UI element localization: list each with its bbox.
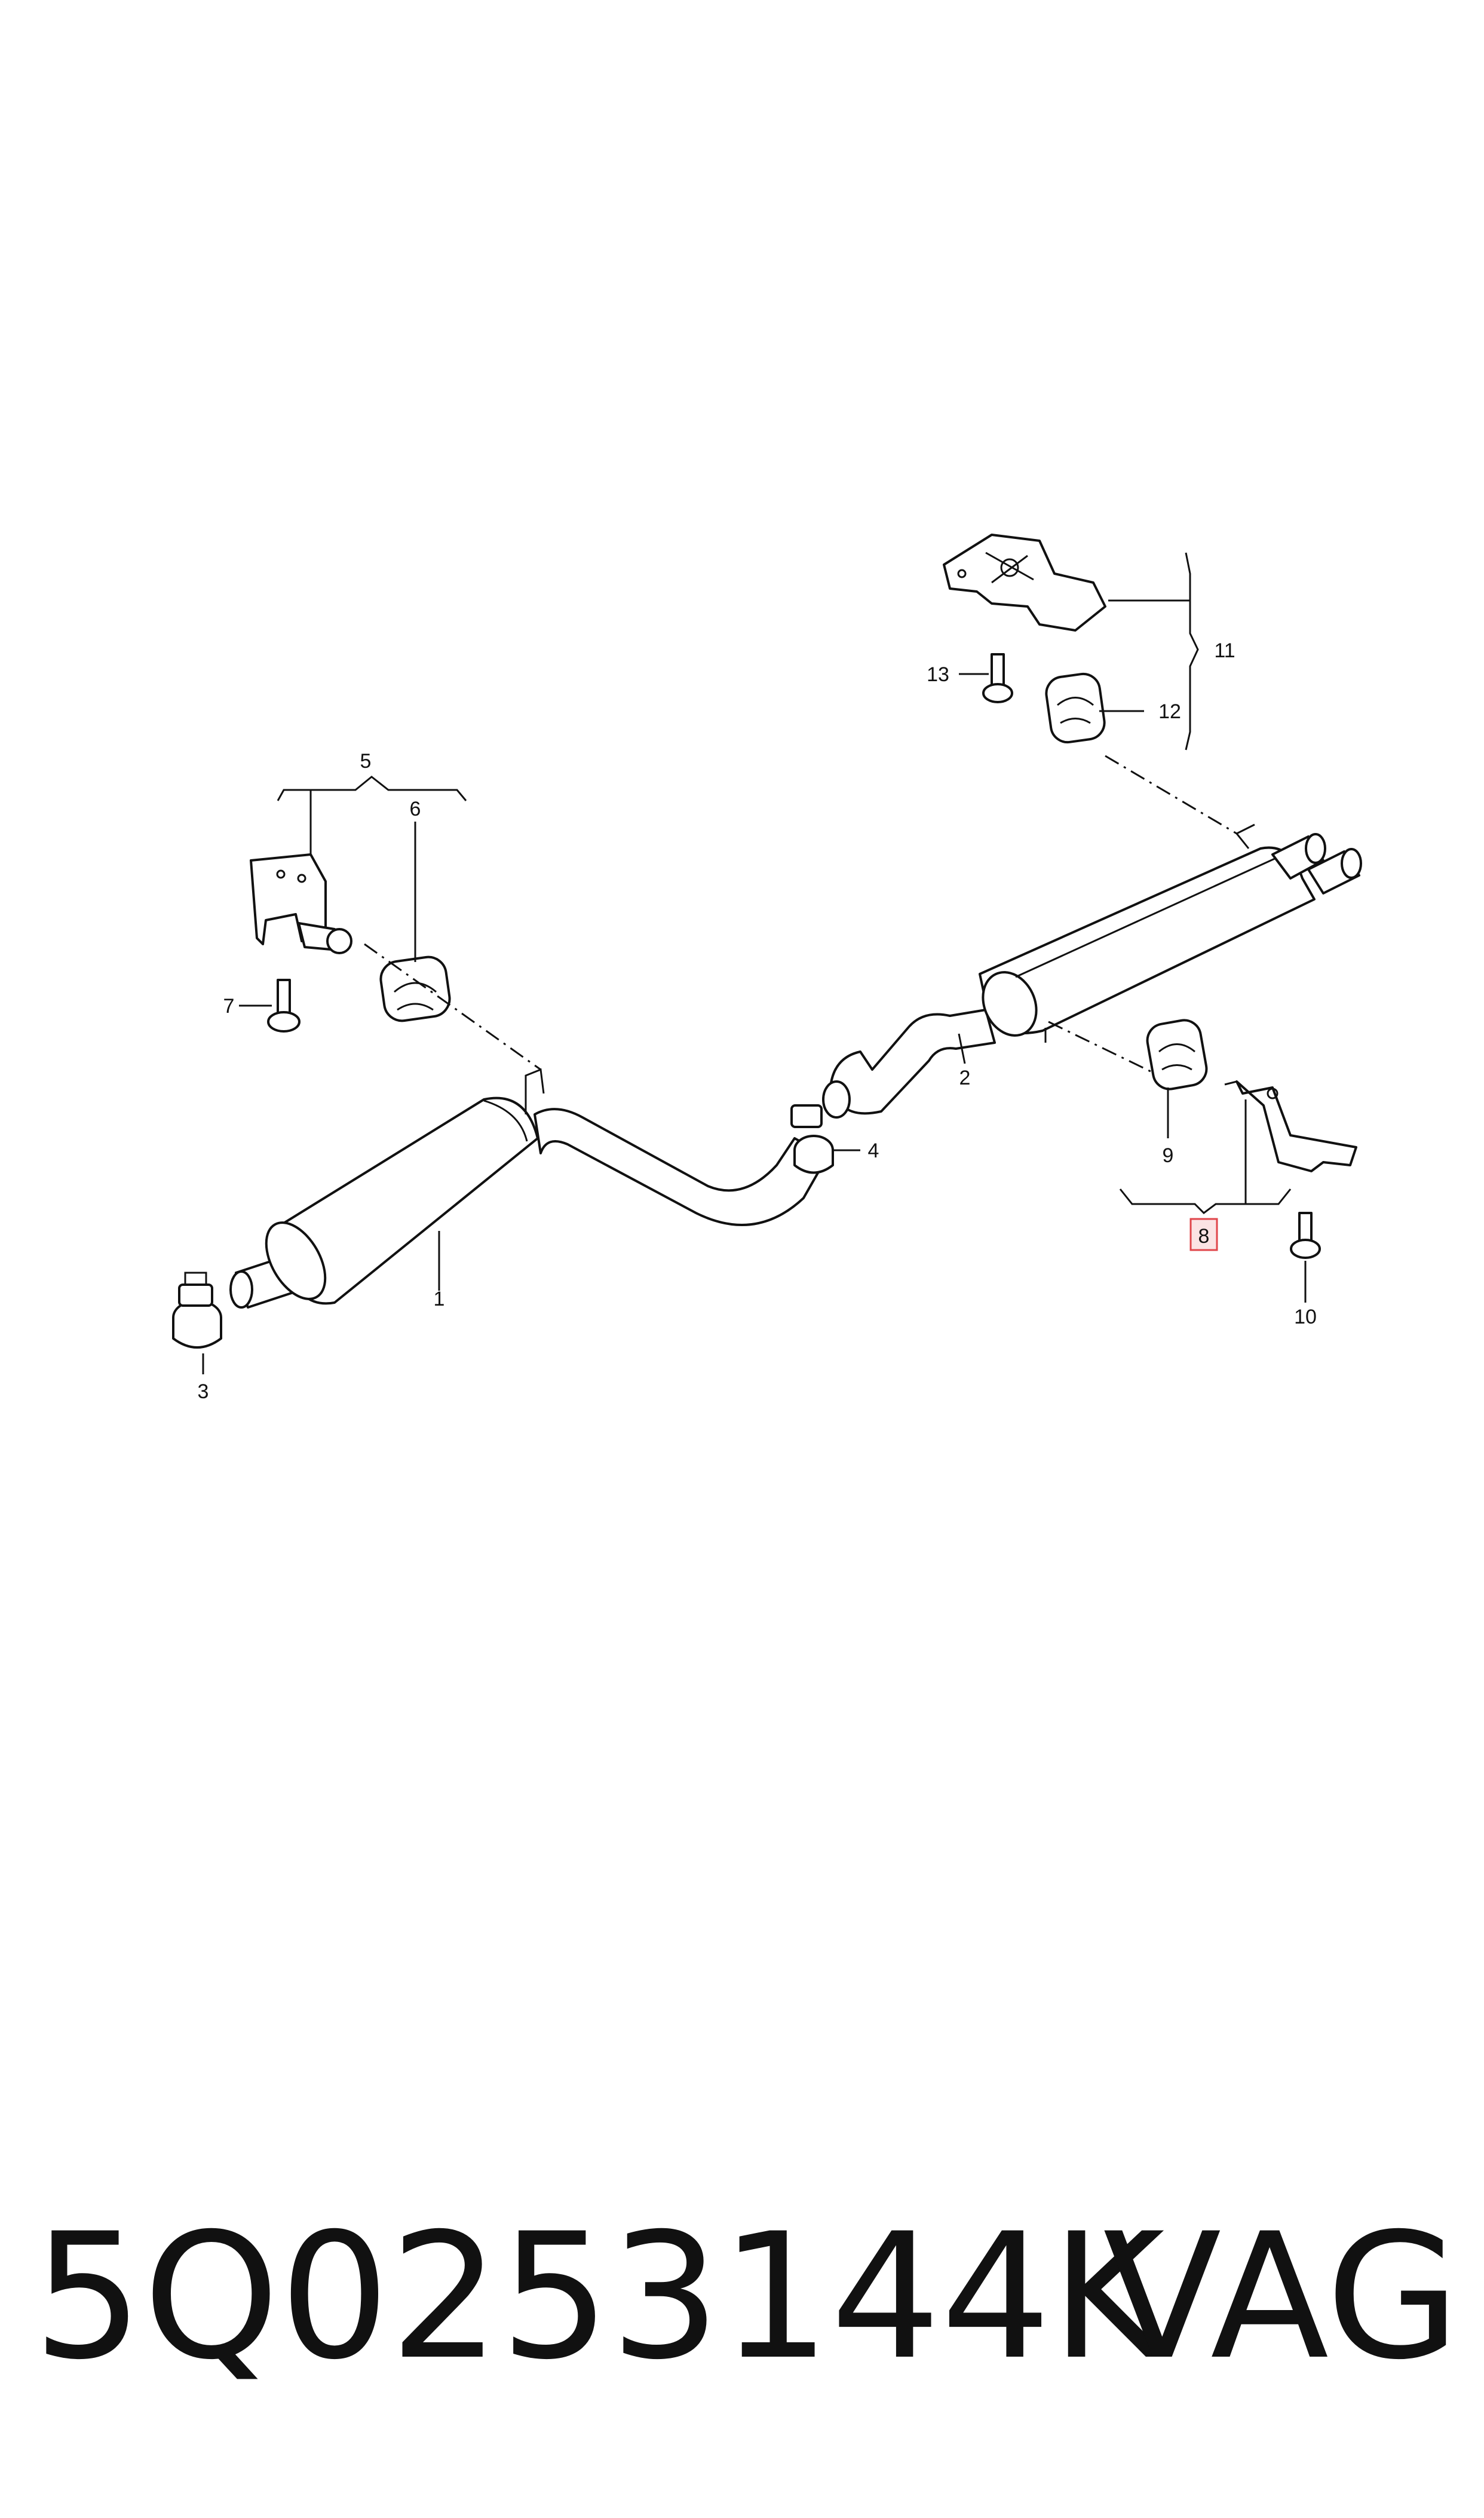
callout-13: 13: [927, 663, 949, 686]
callout-6: 6: [410, 798, 421, 820]
callout-10: 10: [1294, 1306, 1317, 1328]
callout-8: 8: [1198, 1225, 1210, 1248]
bracket-bolt: [267, 979, 301, 1033]
joint-clamp: [790, 1104, 834, 1174]
mounting-kit-bracket: [1224, 1080, 1357, 1172]
callout-2: 2: [959, 1067, 971, 1089]
callout-3: 3: [198, 1380, 209, 1403]
callout-labels: 1 2 3 4 5 6 7 8 9 10 11 12 13: [198, 639, 1317, 1403]
front-rubber-mount: [379, 955, 451, 1022]
callout-11: 11: [1214, 639, 1235, 662]
intermediate-pipe: [525, 1068, 829, 1226]
rear-hanger-bolt: [982, 653, 1013, 703]
assembly-lines: [364, 755, 1237, 1074]
callout-5: 5: [360, 750, 372, 773]
brand-caption: VAG: [1103, 2197, 1460, 2398]
callout-9: 9: [1163, 1144, 1174, 1167]
front-silencer: [229, 1096, 539, 1309]
front-hanger-bracket: [250, 853, 352, 954]
part-number-caption: 5Q0253144K: [33, 2197, 1165, 2398]
rear-silencer: [822, 823, 1362, 1119]
mounting-kit-rubber: [1146, 1019, 1208, 1090]
leader-lines: [202, 552, 1307, 1374]
inlet-clamp: [172, 1272, 222, 1349]
mounting-kit-bolt: [1290, 1212, 1321, 1259]
callout-12: 12: [1158, 700, 1181, 723]
callout-7: 7: [223, 995, 235, 1018]
callout-1: 1: [434, 1288, 445, 1310]
rear-hanger-bracket: [943, 534, 1106, 632]
rear-rubber-mount: [1045, 672, 1106, 744]
callout-8-highlight: [1189, 1218, 1218, 1251]
callout-4: 4: [868, 1139, 879, 1162]
